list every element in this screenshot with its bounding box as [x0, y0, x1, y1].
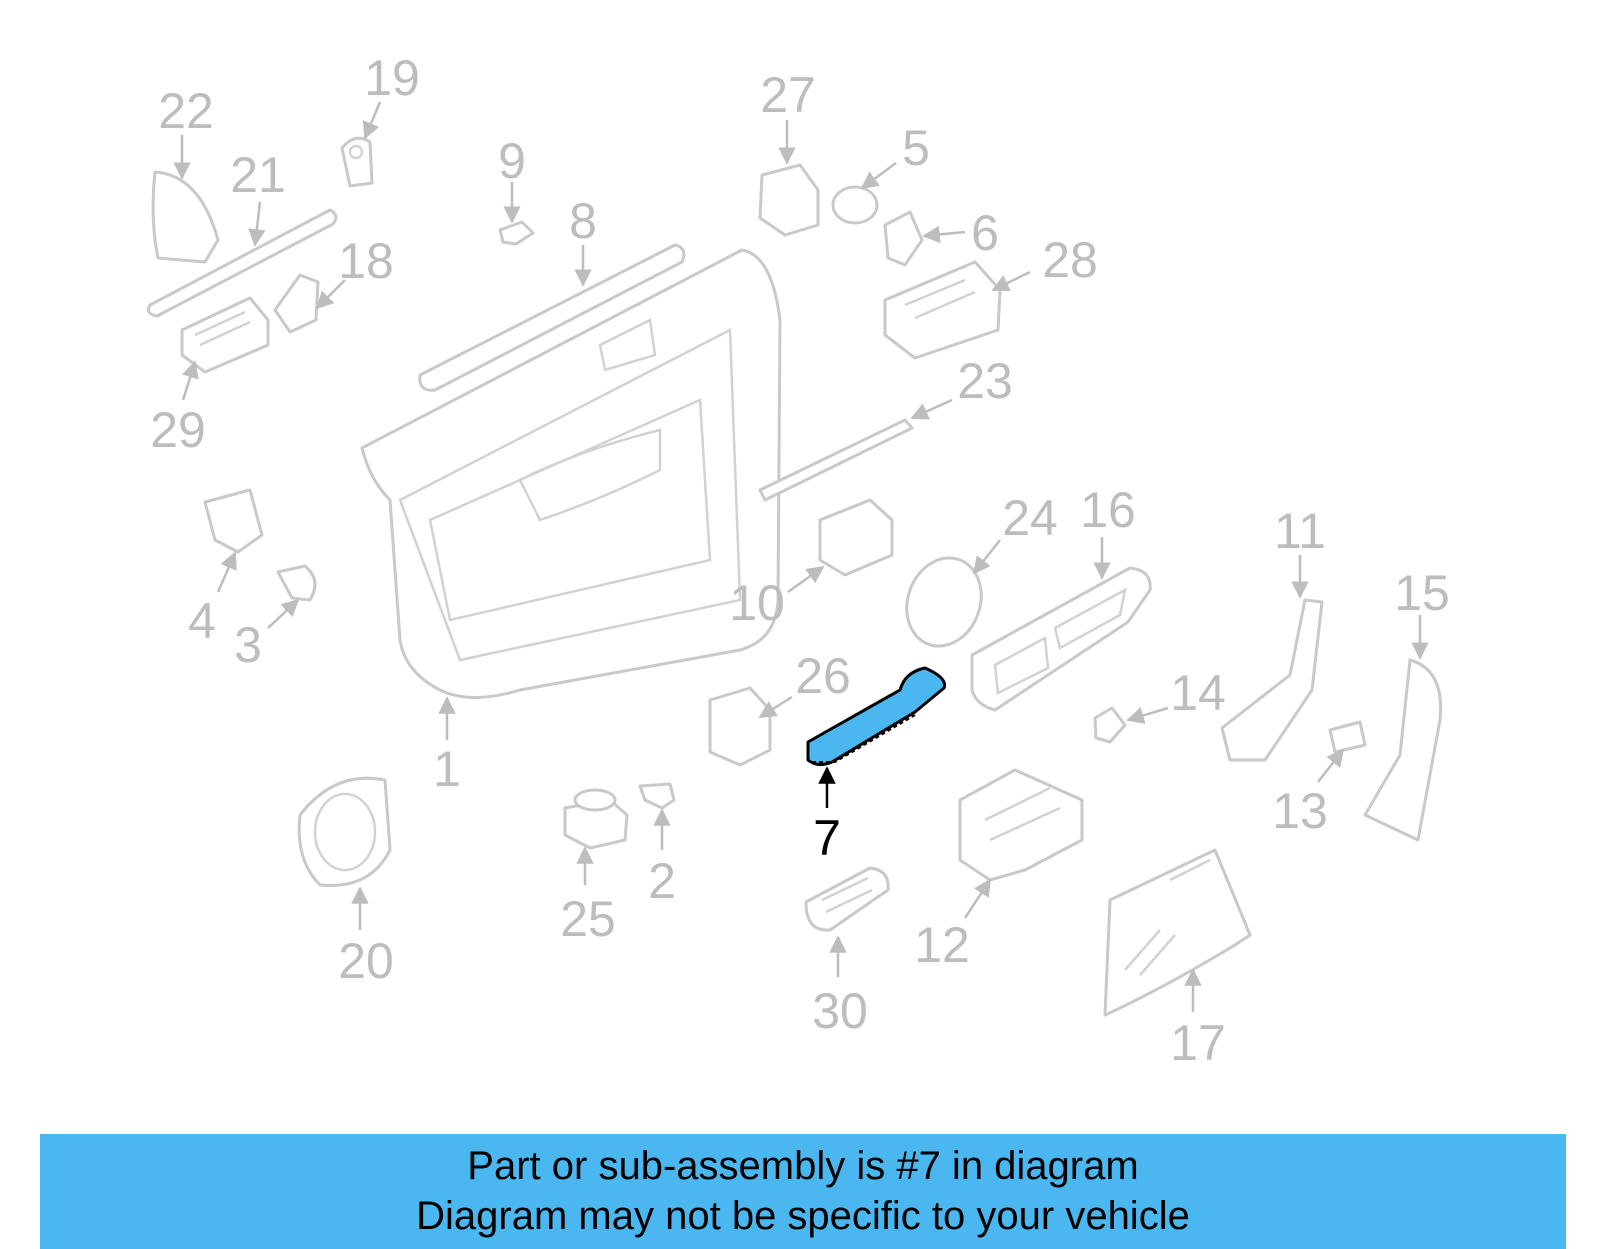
latch-part-4 — [203, 488, 264, 554]
callout-18: 18 — [338, 233, 394, 289]
door-panel-part-1 — [360, 248, 782, 699]
callout-22: 22 — [158, 83, 214, 139]
switch-assembly-part-28 — [883, 260, 1002, 360]
callout-8: 8 — [569, 193, 597, 249]
callout-23: 23 — [957, 353, 1013, 409]
callout-16: 16 — [1080, 482, 1136, 538]
pull-handle-part-11 — [1220, 598, 1324, 762]
callout-10: 10 — [729, 575, 785, 631]
screw-part-2 — [638, 782, 676, 810]
banner-line-disclaimer: Diagram may not be specific to your vehi… — [416, 1194, 1190, 1238]
bracket-part-12 — [958, 768, 1084, 882]
bracket-part-10 — [818, 498, 894, 577]
callout-26: 26 — [795, 648, 851, 704]
callout-1: 1 — [433, 741, 461, 797]
callout-2: 2 — [648, 853, 676, 909]
callout-24: 24 — [1002, 490, 1058, 546]
armrest-part-16 — [970, 566, 1152, 712]
knob-part-5 — [831, 185, 879, 225]
clip-part-18 — [273, 273, 320, 334]
trim-part-15 — [1363, 658, 1443, 842]
callout-12: 12 — [914, 917, 970, 973]
knob-base-part-25 — [563, 788, 629, 850]
switch-part-26 — [708, 686, 772, 767]
clip-part-13 — [1328, 720, 1367, 754]
leader-lines — [173, 101, 1429, 1012]
callout-9: 9 — [498, 133, 526, 189]
callout-30: 30 — [812, 983, 868, 1039]
callout-5: 5 — [902, 120, 930, 176]
callout-29: 29 — [150, 402, 206, 458]
callout-20: 20 — [338, 933, 394, 989]
callout-25: 25 — [560, 891, 616, 947]
callout-19: 19 — [364, 50, 420, 106]
banner-line-part-number: Part or sub-assembly is #7 in diagram — [467, 1144, 1139, 1188]
callout-14: 14 — [1170, 665, 1226, 721]
switch-part-27 — [758, 163, 820, 237]
map-pocket-part-17 — [1103, 848, 1252, 1017]
callout-28: 28 — [1042, 232, 1098, 288]
fastener-part-19 — [340, 136, 374, 188]
bracket-part-6 — [883, 210, 924, 267]
callout-13: 13 — [1272, 783, 1328, 839]
callout-7: 7 — [813, 810, 841, 866]
callout-21: 21 — [230, 147, 286, 203]
weatherstrip-part-23 — [758, 418, 914, 502]
callout-15: 15 — [1394, 565, 1450, 621]
armrest-pad-part-7 — [806, 666, 947, 767]
corner-trim-part-22 — [151, 170, 220, 264]
clip-part-14 — [1093, 706, 1127, 744]
bezel-part-30 — [804, 866, 890, 932]
callout-11: 11 — [1274, 503, 1326, 559]
callout-17: 17 — [1170, 1015, 1226, 1071]
callout-27: 27 — [760, 67, 816, 123]
trim-strip-part-8 — [418, 243, 686, 392]
clip-part-9 — [498, 220, 535, 246]
speaker-bracket-part-20 — [297, 776, 392, 888]
speaker-grille-part-24 — [905, 556, 983, 648]
push-clip-part-3 — [276, 564, 317, 602]
info-banner: Part or sub-assembly is #7 in diagram Di… — [40, 1134, 1566, 1249]
belt-molding-part-21 — [147, 208, 338, 318]
callout-6: 6 — [971, 205, 999, 261]
switch-part-29 — [180, 296, 270, 374]
callout-4: 4 — [188, 593, 216, 649]
callout-3: 3 — [234, 617, 262, 673]
